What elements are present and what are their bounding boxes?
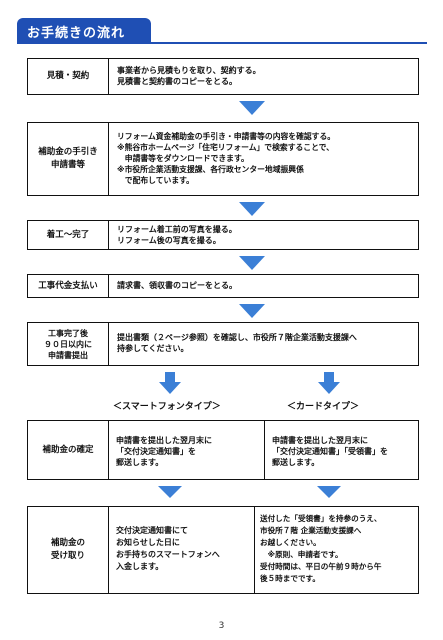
divider (108, 323, 109, 365)
down-arrow-icon (158, 486, 182, 498)
step-label: 着工～完了 (46, 229, 90, 240)
down-arrow-icon (239, 256, 265, 270)
step-submit-application: 工事完了後 ９０日以内に 申請書提出 提出書類（２ページ参照）を確認し、市役所７… (27, 322, 419, 366)
confirm-card-text: 申請書を提出した翌月末に 「交付決定通知書」「受領書」を 郵送します。 (272, 436, 388, 467)
down-arrow-icon (317, 486, 341, 498)
down-arrow-icon (239, 202, 265, 216)
divider (108, 123, 109, 195)
divider (264, 421, 265, 479)
section-title: お手続きの流れ (27, 26, 126, 41)
divider (108, 275, 109, 297)
type-label-card: ＜カードタイプ＞ (287, 402, 360, 412)
down-arrow-icon (159, 372, 181, 394)
divider (108, 59, 109, 94)
confirm-smartphone-text: 申請書を提出した翌月末に 「交付決定通知書」を 郵送します。 (116, 436, 212, 467)
step-label: 見積・契約 (46, 71, 90, 81)
step-label: 補助金の 受け取り (50, 538, 85, 561)
step-text: リフォーム着工前の写真を撮る。 リフォーム後の写真を撮る。 (117, 225, 237, 245)
step-text: 提出書類（２ページ参照）を確認し、市役所７階企業活動支援課へ 持参してください。 (117, 333, 357, 353)
step-estimate-contract: 見積・契約 事業者から見積もりを取り、契約する。 見積書と契約書のコピーをとる。 (27, 58, 419, 95)
section-title-bar: お手続きの流れ (17, 18, 151, 42)
step-label: 補助金の確定 (42, 444, 94, 455)
divider (108, 507, 109, 593)
step-text: 請求書、領収書のコピーをとる。 (117, 281, 237, 290)
divider (108, 221, 109, 249)
divider (108, 421, 109, 479)
title-underline (17, 42, 427, 44)
step-label: 補助金の手引き 申請書等 (38, 147, 98, 170)
step-subsidy-receipt: 補助金の 受け取り 交付決定通知書にて お知らせした日に お手持ちのスマートフォ… (27, 506, 419, 594)
down-arrow-icon (239, 101, 265, 115)
step-construction: 着工～完了 リフォーム着工前の写真を撮る。 リフォーム後の写真を撮る。 (27, 220, 419, 250)
down-arrow-icon (318, 372, 340, 394)
step-payment: 工事代金支払い 請求書、領収書のコピーをとる。 (27, 274, 419, 298)
step-text: 事業者から見積もりを取り、契約する。 見積書と契約書のコピーをとる。 (117, 66, 261, 86)
step-label: 工事完了後 ９０日以内に 申請書提出 (44, 328, 92, 360)
divider (254, 507, 255, 593)
page-number: 3 (218, 621, 225, 631)
down-arrow-icon (239, 304, 265, 318)
step-subsidy-confirmation: 補助金の確定 申請書を提出した翌月末に 「交付決定通知書」を 郵送します。 申請… (27, 420, 419, 480)
step-label: 工事代金支払い (38, 280, 98, 291)
receive-card-text: 送付した「受領書」を持参のうえ、 市役所７階 企業活動支援課へ お越しください。… (260, 514, 382, 583)
step-text: リフォーム資金補助金の手引き・申請書等の内容を確認する。 ※熊谷市ホームページ「… (117, 132, 336, 185)
receive-smartphone-text: 交付決定通知書にて お知らせした日に お手持ちのスマートフォンへ 入金します。 (116, 526, 220, 571)
step-guide-application: 補助金の手引き 申請書等 リフォーム資金補助金の手引き・申請書等の内容を確認する… (27, 122, 419, 196)
type-label-smartphone: ＜スマートフォンタイプ＞ (113, 402, 221, 412)
